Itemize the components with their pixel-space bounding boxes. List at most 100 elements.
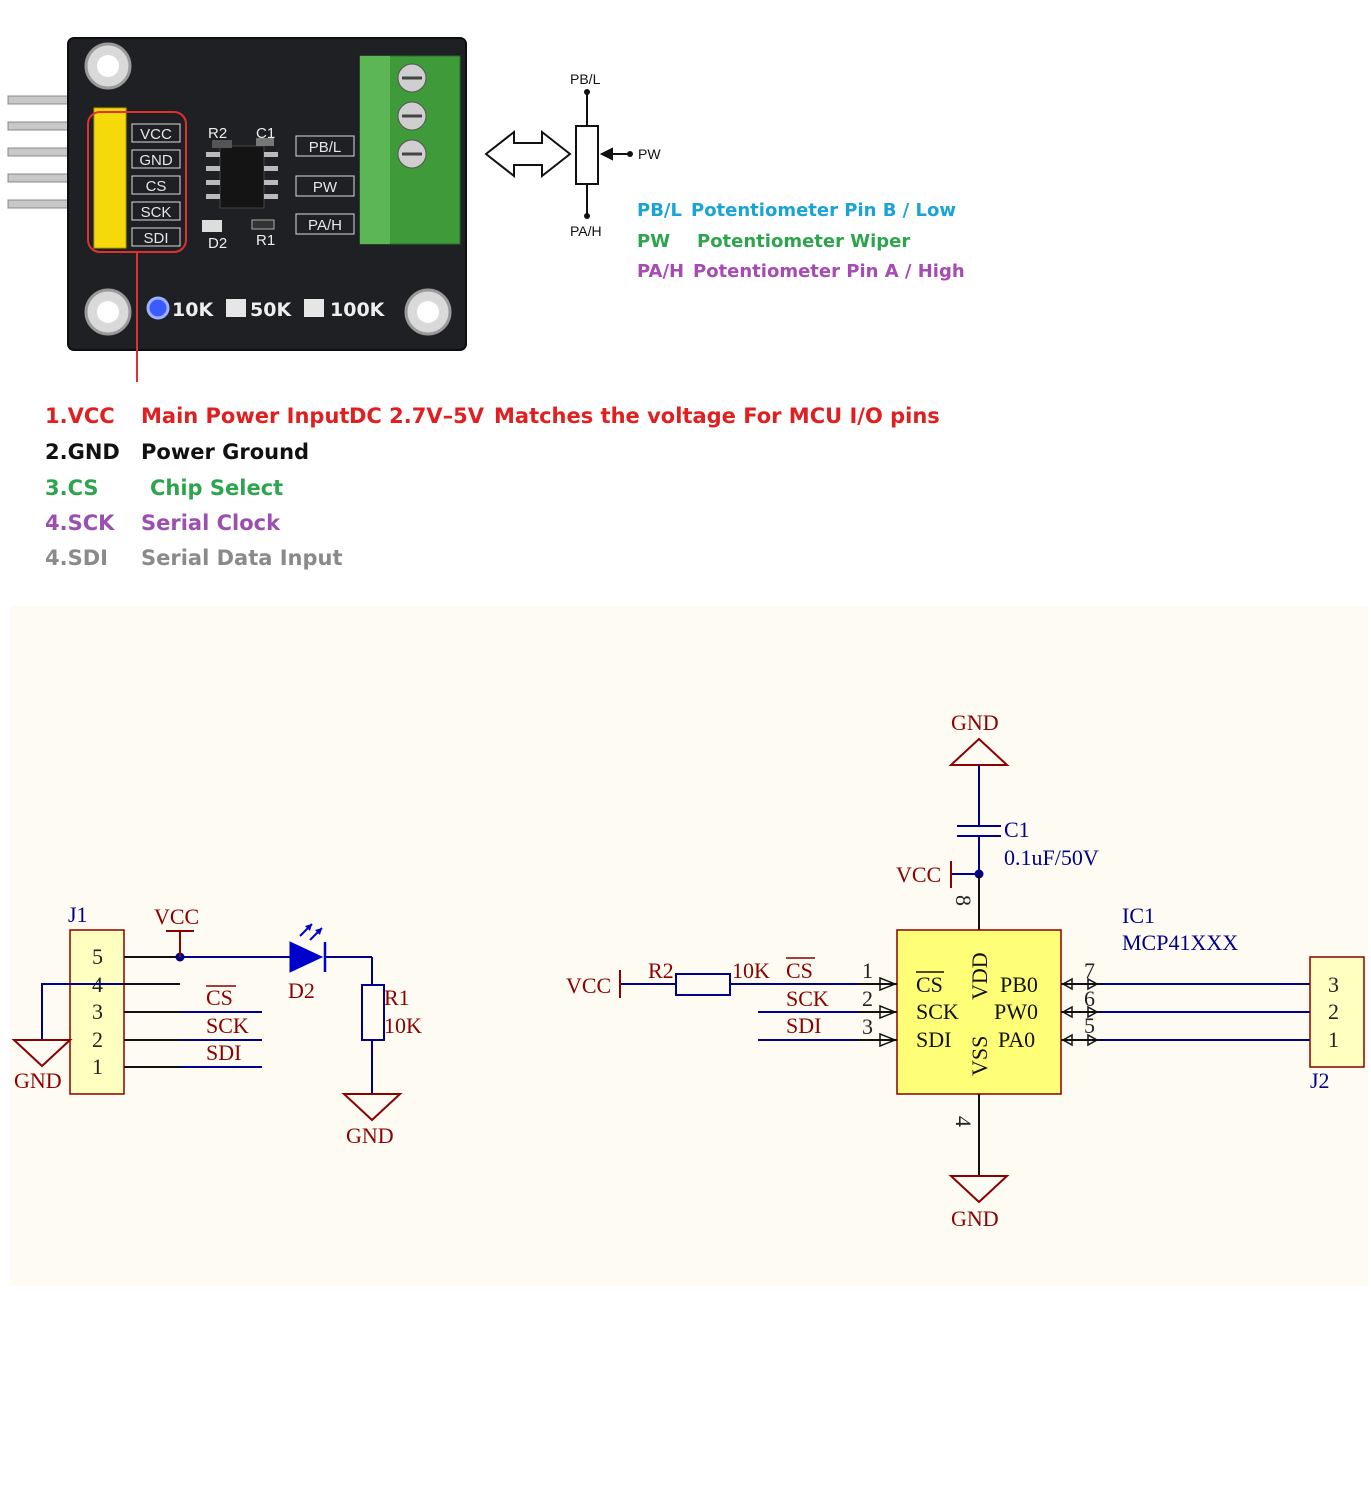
ic-right-pin-lines: [1061, 983, 1100, 1041]
j1-ref: J1: [68, 902, 88, 927]
j1-pin-1: 1: [92, 1054, 103, 1079]
silk-pin-labels: VCC GND CS SCK SDI: [131, 123, 181, 247]
ic-pin-pa0-name: PA0: [998, 1027, 1035, 1052]
net-cs-ic: CS: [786, 958, 813, 983]
silk-cs: CS: [146, 178, 167, 195]
ic-pin4-num: 4: [951, 1116, 976, 1127]
gnd-label-r1: GND: [346, 1123, 394, 1148]
pot-legend-pw-name: PW: [637, 231, 670, 252]
r2-body: [675, 973, 731, 996]
ic-pin7-num: 7: [1084, 958, 1095, 983]
pin-name: 1.VCC: [45, 404, 115, 428]
mounting-holes: [84, 42, 452, 336]
pot-legend-pah-name: PA/H: [637, 261, 684, 282]
option-10k: 10K: [172, 299, 214, 321]
net-sdi-j1: SDI: [206, 1040, 241, 1065]
j1-pin-numbers: 5 4 3 2 1: [92, 944, 103, 1079]
gnd-label-left: GND: [14, 1068, 62, 1093]
pot-wiper-label: PW: [638, 146, 661, 162]
c1-symbol: [951, 765, 1001, 875]
ic-left-pin-lines: [858, 983, 897, 1041]
r1-ref: R1: [384, 985, 410, 1010]
net-sdi-ic: SDI: [786, 1013, 821, 1038]
j1-pin-3: 3: [92, 999, 103, 1024]
pot-bottom-label: PA/H: [570, 223, 602, 239]
silk-pbl: PB/L: [309, 139, 342, 156]
r1-value: 10K: [384, 1013, 422, 1038]
vcc-symbol-j1: [166, 930, 194, 957]
gnd-label-bottom: GND: [951, 1206, 999, 1231]
pin-name: 2.GND: [45, 440, 120, 464]
vcc-label-r2: VCC: [566, 973, 611, 998]
ic-input-wires: [620, 983, 858, 1041]
r2-ref: R2: [648, 958, 674, 983]
pin-desc: Serial Clock: [141, 511, 281, 535]
j1-wires: [41, 956, 373, 1094]
ic-pin-vss-name: VSS: [967, 1036, 992, 1076]
ic-pin2-num: 2: [862, 986, 873, 1011]
ic-pin3-num: 3: [862, 1014, 873, 1039]
ic1-value: MCP41XXX: [1122, 930, 1238, 955]
ic-pin-cs-name: CS: [916, 972, 943, 997]
option-50k: 50K: [250, 299, 292, 321]
pin-desc: Serial Data Input: [141, 546, 343, 570]
ic-pin1-num: 1: [862, 958, 873, 983]
j2-pin-numbers: 3 2 1: [1328, 972, 1339, 1052]
j2-pin-1: 1: [1328, 1027, 1339, 1052]
j2-pin-2: 2: [1328, 999, 1339, 1024]
pin-desc: Power Ground: [141, 440, 310, 464]
pot-top-label: PB/L: [570, 71, 601, 87]
d2-ref: D2: [288, 978, 315, 1003]
silk-gnd: GND: [139, 152, 173, 169]
ic-pin-sdi-name: SDI: [916, 1027, 951, 1052]
terminal-block: [359, 55, 461, 245]
double-arrow-icon: [484, 129, 572, 179]
ic-bidir-arrows: [1061, 977, 1099, 1047]
silk-r1: R1: [256, 232, 275, 249]
gnd-label-top: GND: [951, 710, 999, 735]
ic-pin-pw0-name: PW0: [994, 999, 1038, 1024]
schematic-background: [10, 606, 1368, 1286]
pin-desc: Chip Select: [150, 476, 284, 500]
ic-input-arrows: [879, 976, 898, 1048]
silk-pw: PW: [313, 179, 338, 196]
net-cs-j1: CS: [206, 985, 233, 1010]
j2-body: [1309, 956, 1365, 1068]
ic-output-wires: [1100, 983, 1310, 1041]
pot-legend-pah-desc: Potentiometer Pin A / High: [693, 261, 965, 282]
smd-parts: [202, 138, 275, 232]
ic-pin8-num: 8: [951, 895, 976, 906]
header-pins: [7, 95, 109, 209]
ic1-ref: IC1: [1122, 903, 1155, 928]
ic-pin-sck-name: SCK: [916, 999, 959, 1024]
pin-name: 3.CS: [45, 476, 99, 500]
silk-vcc: VCC: [140, 126, 172, 143]
c1-value: 0.1uF/50V: [1004, 845, 1099, 870]
j1-pin-5: 5: [92, 944, 103, 969]
silk-c1: C1: [256, 125, 275, 142]
vcc-label-ic: VCC: [896, 862, 941, 887]
ic-pin-pb0-name: PB0: [1000, 972, 1038, 997]
silk-d2: D2: [208, 235, 227, 252]
pin-name: 4.SDI: [45, 546, 108, 570]
ic-pin5-num: 5: [1084, 1013, 1095, 1038]
silk-sdi: SDI: [143, 230, 168, 247]
j2-pin-3: 3: [1328, 972, 1339, 997]
pin-extra-note: Matches the voltage For MCU I/O pins: [494, 404, 940, 428]
led-d2-symbol: [289, 923, 327, 973]
resistance-options: 10K 50K 100K: [146, 296, 386, 321]
r1-body: [361, 984, 385, 1041]
c1-ref: C1: [1004, 817, 1030, 842]
gnd-symbol-bottom: [948, 1175, 1010, 1204]
vcc-label-j1: VCC: [154, 904, 199, 929]
pin-extra-voltage: DC 2.7V–5V: [349, 404, 484, 428]
gnd-symbol-left: [11, 1039, 73, 1068]
silk-right-labels: PB/L PW PA/H: [295, 135, 355, 235]
j2-ref: J2: [1310, 1068, 1330, 1093]
j1-pin-2: 2: [92, 1027, 103, 1052]
ic1-body: [896, 929, 1062, 1095]
silk-r2: R2: [208, 125, 227, 142]
r2-value: 10K: [732, 958, 770, 983]
gnd-symbol-r1: [341, 1093, 403, 1122]
